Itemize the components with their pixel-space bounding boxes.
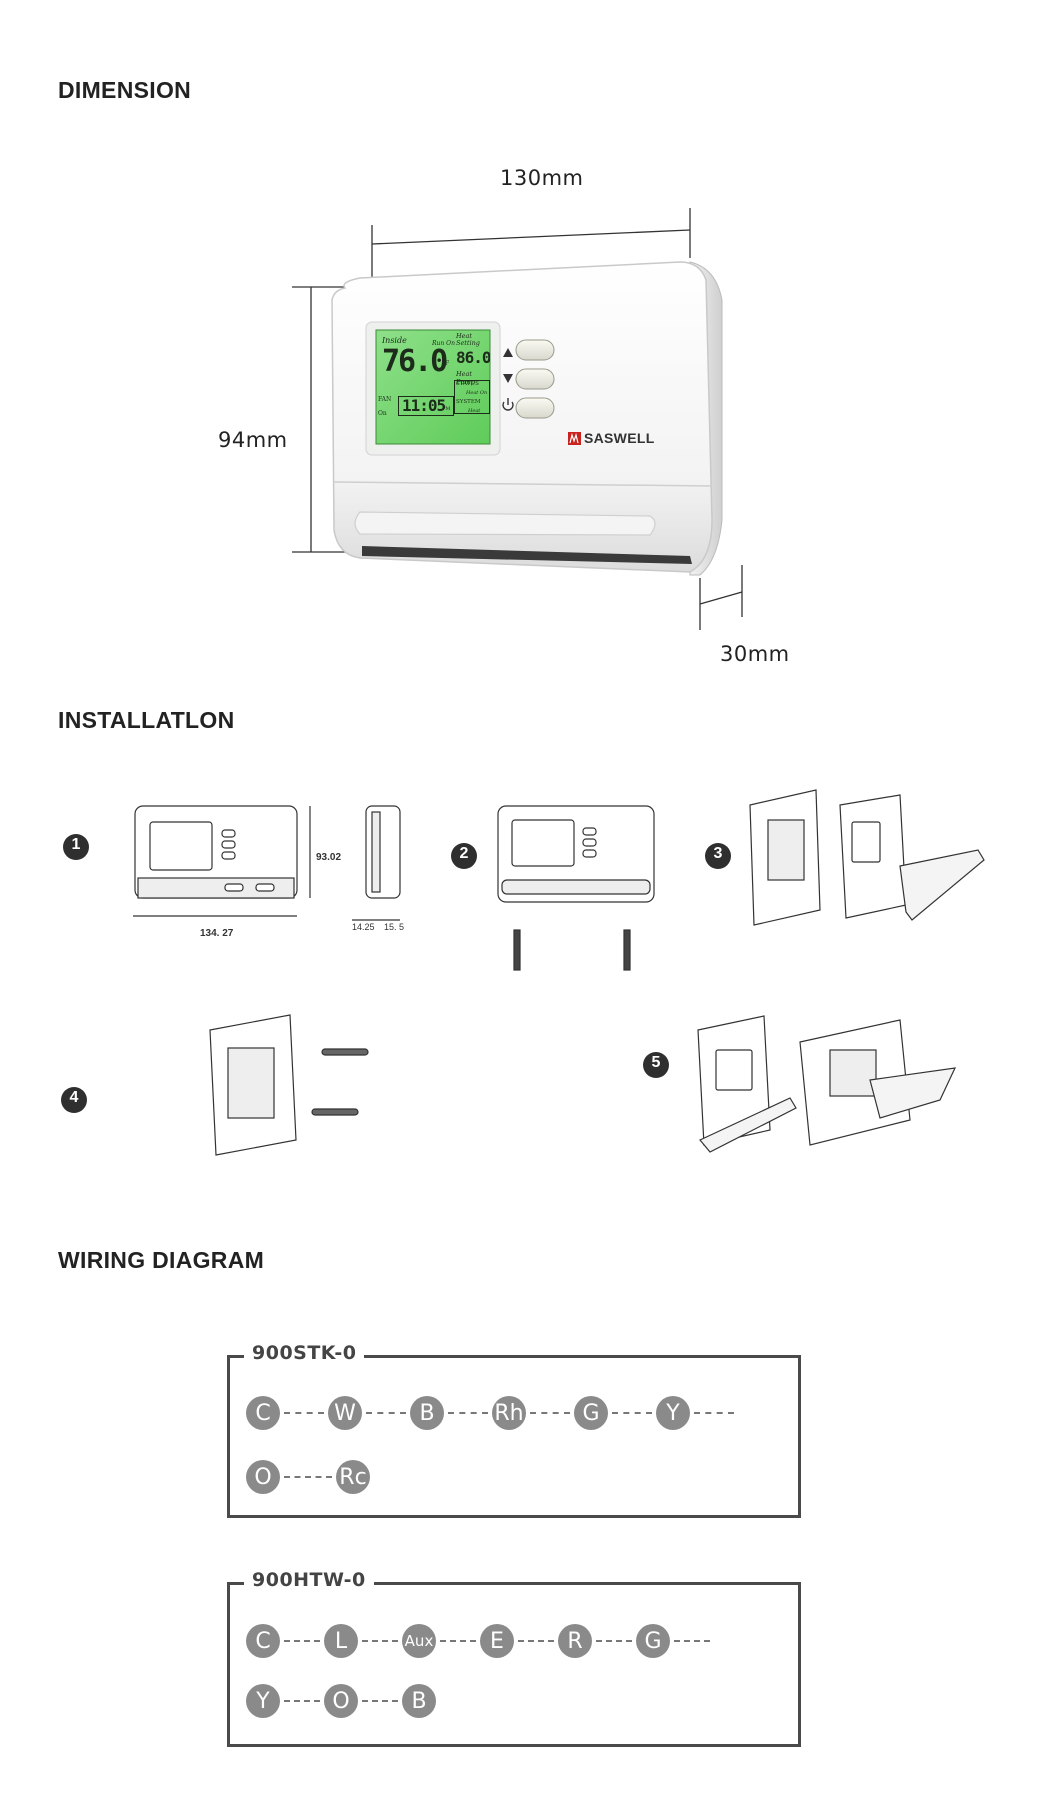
step-2-badge <box>451 843 477 869</box>
lcd-run-on: Run On <box>432 340 455 347</box>
wire-dash <box>518 1640 554 1642</box>
terminal-g: G <box>574 1396 608 1430</box>
installation-steps-illustration <box>61 789 985 1156</box>
step-1-number: 1 <box>71 836 81 853</box>
wiring-heading: WIRING DIAGRAM <box>58 1247 265 1273</box>
lcd-status-box <box>454 380 490 414</box>
height-dimension-label: 94mm <box>218 428 288 452</box>
brand-name: SASWELL <box>584 430 655 446</box>
terminal-row: O Rc <box>246 1460 370 1494</box>
step-2-number: 2 <box>459 845 469 862</box>
step-5-badge <box>643 1052 669 1078</box>
wire-dash <box>366 1412 406 1414</box>
drawing-side-dim-2: 15. 5 <box>384 922 405 932</box>
wire-dash <box>530 1412 570 1414</box>
drawing-side-dim-1: 14.25 <box>352 922 375 932</box>
up-arrow-icon <box>503 348 513 357</box>
lcd-heat-pump: Heat Pump <box>456 370 475 386</box>
dimension-heading: DIMENSION <box>58 77 192 103</box>
step-3-number: 3 <box>713 845 723 862</box>
drawing-height-dim: 93.02 <box>316 852 342 863</box>
width-dimension-label: 130mm <box>500 166 584 190</box>
wire-dash <box>612 1412 652 1414</box>
terminal-row: C L Aux E R G <box>246 1624 714 1658</box>
wire-dash <box>596 1640 632 1642</box>
lcd-heat-on: Heat On <box>466 390 488 396</box>
thermostat-product-illustration <box>292 208 743 630</box>
terminal-o: O <box>246 1460 280 1494</box>
power-icon <box>502 398 514 411</box>
lcd-pm: PM <box>442 406 451 412</box>
step-5-number: 5 <box>651 1054 661 1071</box>
wiring-box-900stk: 900STK-0 C W B Rh G Y O Rc <box>227 1342 801 1518</box>
lcd-heat: Heat <box>468 408 481 414</box>
terminal-b: B <box>410 1396 444 1430</box>
lcd-inside-temp: 76.0 <box>382 344 448 379</box>
wire-dash <box>674 1640 710 1642</box>
lcd-heat-setting: Heat Setting <box>456 332 480 347</box>
down-arrow-icon <box>503 374 513 383</box>
drawing-width-dim: 134. 27 <box>200 928 234 939</box>
terminal-row: C W B Rh G Y <box>246 1396 738 1430</box>
lcd-time: 11:05 <box>402 396 446 415</box>
lcd-temp-unit: °F <box>442 360 450 367</box>
lcd-fan: FAN <box>378 396 392 403</box>
wire-dash <box>284 1700 320 1702</box>
wiring-box-900htw: 900HTW-0 C L Aux E R G Y O B <box>227 1569 801 1747</box>
terminal-b: B <box>402 1684 436 1718</box>
terminal-y: Y <box>246 1684 280 1718</box>
wire-dash <box>448 1412 488 1414</box>
depth-dimension-label: 30mm <box>720 642 790 666</box>
wire-dash <box>284 1640 320 1642</box>
terminal-rh: Rh <box>492 1396 526 1430</box>
wire-dash <box>284 1476 332 1478</box>
terminal-r: R <box>558 1624 592 1658</box>
terminal-g: G <box>636 1624 670 1658</box>
lcd-time-box <box>398 396 454 416</box>
installation-heading: INSTALLATLON <box>58 707 235 733</box>
step-3-badge <box>705 843 731 869</box>
lcd-display: Inside Run On Heat Setting 76.0 °F 86.0 … <box>376 330 490 444</box>
wire-dash <box>362 1640 398 1642</box>
lcd-setpoint: 86.0 <box>456 348 490 367</box>
lcd-status: STATUS <box>456 381 479 387</box>
dimension-lines <box>292 208 743 630</box>
lcd-system: SYSTEM <box>456 399 481 405</box>
step-4-badge <box>61 1087 87 1113</box>
wire-dash <box>694 1412 734 1414</box>
terminal-c: C <box>246 1396 280 1430</box>
terminal-l: L <box>324 1624 358 1658</box>
lcd-on: On <box>378 410 387 417</box>
terminal-aux: Aux <box>402 1624 436 1658</box>
terminal-e: E <box>480 1624 514 1658</box>
wire-dash <box>362 1700 398 1702</box>
lcd-inside-label: Inside <box>382 336 407 345</box>
terminal-y: Y <box>656 1396 690 1430</box>
step-1-badge <box>63 834 89 860</box>
terminal-c: C <box>246 1624 280 1658</box>
step-4-number: 4 <box>69 1089 79 1106</box>
wire-dash <box>440 1640 476 1642</box>
wire-dash <box>284 1412 324 1414</box>
wiring-model-label: 900STK-0 <box>244 1342 365 1364</box>
wiring-model-label: 900HTW-0 <box>244 1569 374 1591</box>
terminal-w: W <box>328 1396 362 1430</box>
terminal-o: O <box>324 1684 358 1718</box>
terminal-rc: Rc <box>336 1460 370 1494</box>
